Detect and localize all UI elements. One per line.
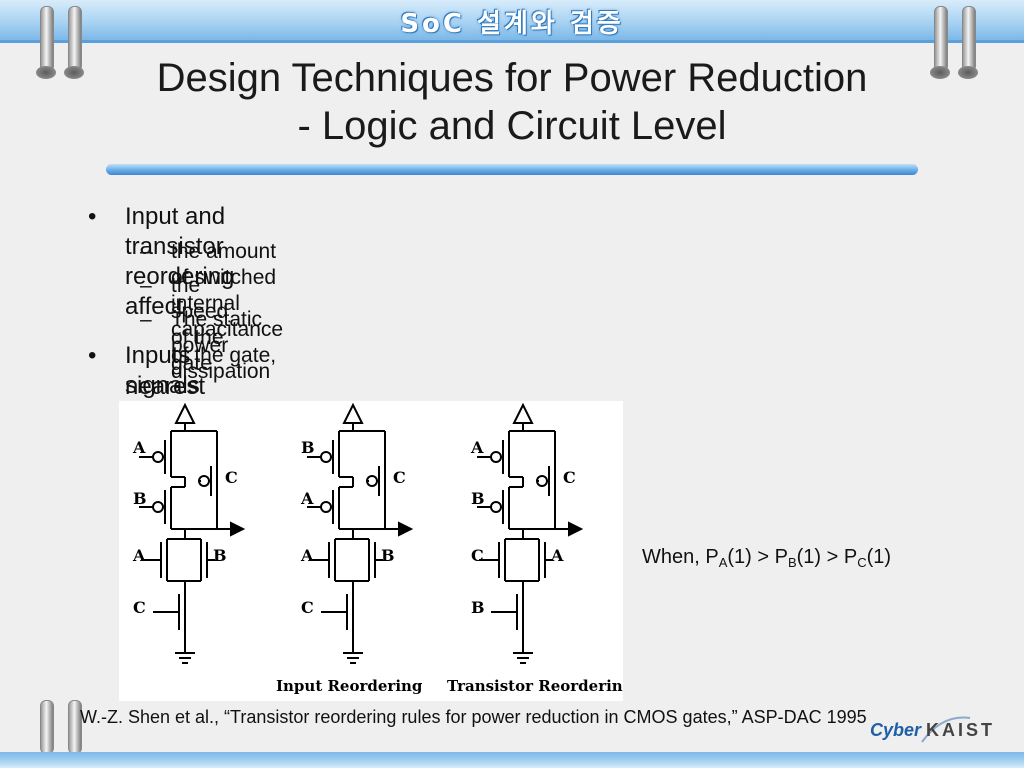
circuit-label: A	[132, 546, 146, 565]
title-line-2: - Logic and Circuit Level	[297, 104, 727, 148]
bullet-marker: •	[88, 342, 97, 369]
bubble	[490, 451, 502, 463]
circuit-label: B	[213, 546, 227, 565]
bubble	[152, 501, 164, 513]
vdd-arrow-icon	[174, 402, 196, 424]
sub-bullet-1: the amount of switched internal capacita…	[171, 240, 284, 367]
binder-hole-icon	[64, 66, 84, 79]
sub-bullet-3: The static power dissipation	[171, 308, 271, 383]
logo-swoosh-icon	[921, 716, 971, 743]
circuit-label: B	[301, 438, 315, 457]
bullet-text-1: Input and transistor reordering affect	[125, 203, 235, 320]
circuit-label: C	[133, 598, 146, 617]
output-arrow-icon	[230, 521, 246, 537]
binder-ring-icon	[962, 6, 976, 72]
circuit-label: A	[550, 546, 564, 565]
logo-kaist-text: KAIST	[926, 720, 995, 740]
binder-ring-icon	[40, 6, 54, 72]
cond-suffix: (1)	[866, 546, 892, 568]
bubble	[490, 501, 502, 513]
bubble	[320, 501, 332, 513]
binder-ring-icon	[40, 700, 54, 754]
sub-bullet-2: the speed of the gate	[171, 274, 229, 375]
bubble	[152, 451, 164, 463]
bottom-banner	[0, 752, 1024, 768]
circuit-label: A	[300, 489, 314, 508]
dash-marker: –	[140, 308, 152, 331]
output-arrow-icon	[568, 521, 584, 537]
top-banner: SoC 설계와 검증	[0, 0, 1024, 43]
dash-marker: –	[140, 274, 152, 297]
vdd-arrow-icon	[512, 402, 534, 424]
cond-sub-c: C	[857, 555, 867, 570]
cond-mid-2: (1) > P	[796, 546, 858, 568]
binder-hole-icon	[36, 66, 56, 79]
circuit-label: C	[225, 468, 238, 487]
slide-title: Design Techniques for Power Reduction - …	[60, 54, 964, 150]
banner-title: SoC 설계와 검증	[400, 9, 624, 39]
vdd-arrow-icon	[342, 402, 364, 424]
logo-cyber-text: Cyber	[870, 720, 922, 740]
circuit-label: B	[133, 489, 147, 508]
circuit-label: B	[471, 489, 485, 508]
circuit-label: A	[132, 438, 146, 457]
circuit-label: C	[563, 468, 576, 487]
figure-caption: Input Reordering	[276, 677, 423, 695]
title-underline-bar	[106, 164, 918, 175]
circuit-label: A	[300, 546, 314, 565]
binder-hole-icon	[930, 66, 950, 79]
cond-mid-1: (1) > P	[727, 546, 788, 568]
circuit-label: B	[381, 546, 395, 565]
circuit-label: C	[301, 598, 314, 617]
cond-sub-a: A	[718, 555, 728, 570]
bubble	[320, 451, 332, 463]
circuit-label: C	[393, 468, 406, 487]
circuit-figure: A B C A B C B A C A B C A B C C A B Input Reordering Transi…	[119, 401, 623, 701]
citation: W.-Z. Shen et al., “Transistor reorderin…	[80, 707, 867, 727]
title-line-1: Design Techniques for Power Reduction	[156, 56, 868, 100]
binder-hole-icon	[958, 66, 978, 79]
cyber-kaist-logo: Cyber KAIST	[868, 712, 1008, 746]
cond-prefix: When, P	[642, 546, 719, 568]
cond-sub-b: B	[787, 555, 797, 570]
output-arrow-icon	[398, 521, 414, 537]
figure-caption: Transistor Reordering	[447, 677, 623, 695]
cmos-circuits-svg: A B C A B C B A C A B C A B C C A B Input Reordering Transi…	[132, 402, 623, 695]
circuit-label: A	[470, 438, 484, 457]
circuit-label: B	[471, 598, 485, 617]
circuit-label: C	[471, 546, 484, 565]
probability-condition: When, PA(1) > PB(1) > PC(1)	[642, 546, 891, 570]
bullet-marker: •	[88, 203, 97, 230]
dash-marker: –	[140, 240, 152, 263]
